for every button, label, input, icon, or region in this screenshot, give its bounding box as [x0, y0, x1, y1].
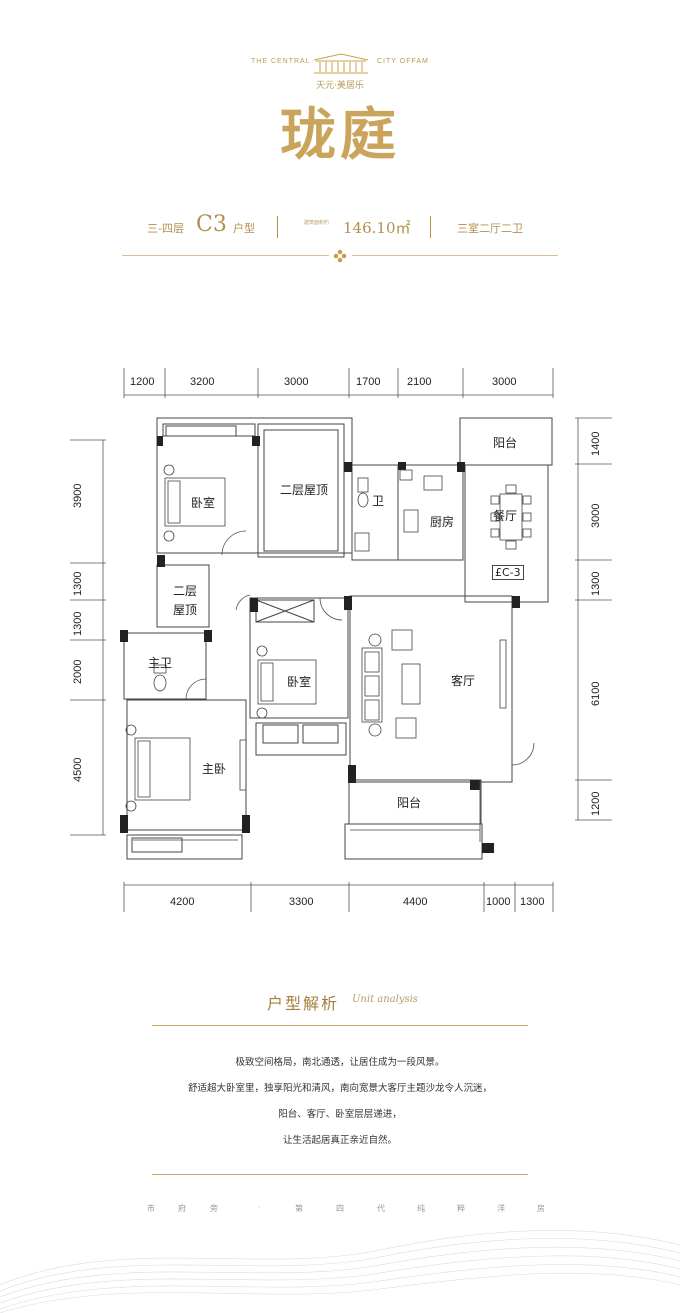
dim-right-4: 6100 [590, 681, 602, 706]
wall-pillars [120, 436, 520, 853]
brand-en-right: CITY OFFAM [377, 58, 429, 65]
dim-top-2: 3200 [190, 376, 215, 388]
room-roof-2f-small-a: 二层 [173, 584, 198, 598]
room-roof-2f: 二层屋顶 [280, 483, 329, 497]
room-roof-2f-small-b: 屋顶 [173, 603, 198, 617]
header-rule-left [122, 255, 329, 256]
room-ac-tag: £C-3 [492, 565, 524, 580]
room-master-bath: 主卫 [148, 656, 173, 670]
slogan-char: 旁 [210, 1204, 218, 1213]
slogan-char: 市 [147, 1204, 155, 1213]
analysis-line: 阳台、客厅、卧室层层递进， [278, 1109, 402, 1120]
analysis-line: 舒适超大卧室里，独享阳光和清风，南向宽景大客厅主题沙龙令人沉迷， [187, 1083, 492, 1094]
slogan-char: 纯 [417, 1204, 425, 1213]
dim-left-3: 1300 [72, 611, 84, 636]
building-logo-icon [313, 53, 369, 74]
unit-type-suffix: 户型 [233, 222, 255, 235]
dim-top-4: 1700 [356, 376, 381, 388]
slogan-char: 四 [336, 1204, 344, 1213]
dim-top-1: 1200 [130, 376, 155, 388]
analysis-line: 极致空间格局，南北通透，让居住成为一段风景。 [235, 1057, 445, 1068]
unit-floors: 三-四层 [147, 222, 184, 235]
analysis-rule-bottom [152, 1174, 528, 1175]
dim-bottom-1: 4200 [170, 896, 195, 908]
brand-subtitle: 天元·美居乐 [316, 81, 364, 91]
slogan-char: 洋 [497, 1204, 505, 1213]
unit-code: C3 [196, 212, 227, 237]
unit-area: 146.10㎡ [343, 219, 411, 237]
unit-specs: 三-四层 C3 户型 建筑面积约 146.10㎡ 三室二厅二卫 [0, 212, 680, 242]
dimension-lines [70, 368, 612, 912]
floor-plan [70, 368, 612, 912]
interior-walls [123, 417, 553, 860]
dim-left-1: 3900 [72, 483, 84, 508]
room-kitchen: 厨房 [430, 515, 455, 529]
dim-bottom-2: 3300 [289, 896, 314, 908]
bed-icons [125, 464, 317, 812]
room-bedroom-mid: 卧室 [287, 675, 312, 689]
unit-layout: 三室二厅二卫 [457, 222, 523, 235]
dim-left-5: 4500 [72, 757, 84, 782]
analysis-body: 极致空间格局，南北通透，让居住成为一段风景。 舒适超大卧室里，独享阳光和清风，南… [0, 1050, 680, 1154]
room-bedroom-nw: 卧室 [191, 496, 216, 510]
analysis-title-en: Unit analysis [352, 994, 418, 1005]
dim-left-4: 2000 [72, 659, 84, 684]
room-living: 客厅 [451, 674, 476, 688]
header-rule-right [352, 255, 558, 256]
slogan-char: 房 [537, 1204, 545, 1213]
dim-right-5: 1200 [590, 791, 602, 816]
dim-top-3: 3000 [284, 376, 309, 388]
dining-table-icon [490, 484, 532, 550]
flower-ornament-icon [333, 249, 347, 263]
sofa-set-icon [361, 629, 421, 739]
spec-divider [277, 216, 278, 238]
door-swings [185, 530, 535, 766]
dim-right-2: 3000 [590, 503, 602, 528]
slogan-char: 第 [295, 1204, 303, 1213]
dim-left-2: 1300 [72, 571, 84, 596]
dim-bottom-3: 4400 [403, 896, 428, 908]
dim-bottom-4: 1000 [486, 896, 511, 908]
room-balcony-ne: 阳台 [493, 436, 518, 450]
dim-bottom-5: 1300 [520, 896, 545, 908]
analysis-line: 让生活起居真正亲近自然。 [282, 1135, 397, 1146]
dim-top-5: 2100 [407, 376, 432, 388]
brand-title: 珑庭 [280, 102, 400, 168]
unit-area-label: 建筑面积约 [304, 220, 330, 226]
dim-top-6: 3000 [492, 376, 517, 388]
room-dining: 餐厅 [493, 509, 518, 523]
slogan-char: 府 [178, 1204, 186, 1213]
spec-divider [430, 216, 431, 238]
brand-en-left: THE CENTRAL [251, 58, 311, 65]
analysis-rule [152, 1025, 528, 1026]
wave-decoration [0, 1230, 680, 1313]
balcony-railings [133, 780, 481, 842]
dim-right-3: 1300 [590, 571, 602, 596]
slogan-char: · [258, 1203, 261, 1212]
room-master-bed: 主卧 [202, 762, 227, 776]
dim-right-1: 1400 [590, 431, 602, 456]
slogan-char: 粹 [457, 1204, 465, 1213]
slogan-char: 代 [377, 1204, 385, 1213]
room-balcony-s: 阳台 [397, 796, 422, 810]
analysis-title: 户型解析 [267, 994, 340, 1013]
bathroom-fixtures-icon [153, 469, 507, 791]
room-bath-small: 卫 [372, 494, 385, 508]
